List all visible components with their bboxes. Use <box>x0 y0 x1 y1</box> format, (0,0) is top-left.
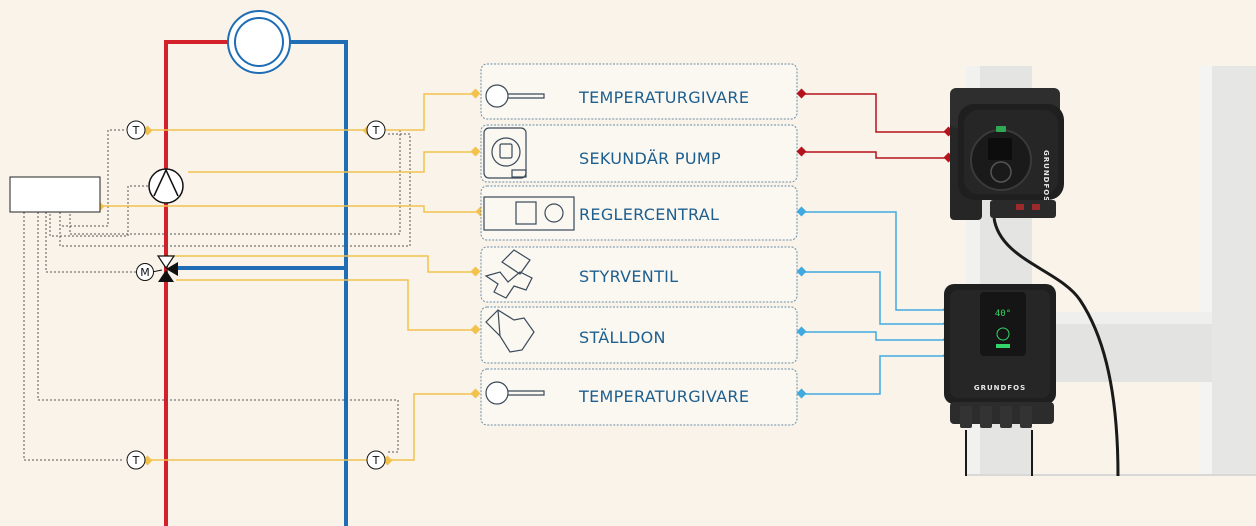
pump-brand-label: GRUNDFOS <box>1042 150 1050 202</box>
return-pipe <box>172 40 348 526</box>
svg-text:T: T <box>372 124 380 137</box>
grundfos-controller-product: 40° GRUNDFOS <box>944 284 1056 476</box>
motor-letter: M <box>140 266 150 279</box>
component-label-2: SEKUNDÄR PUMP <box>579 149 721 168</box>
pump-unit-icon <box>483 127 527 179</box>
temp-sensor-return-bottom: T <box>366 450 386 470</box>
controller-icon <box>483 196 575 231</box>
component-box-5: STÄLLDON <box>480 306 798 364</box>
motor-symbol: M <box>136 263 154 281</box>
red-connector-dot-2 <box>796 146 807 157</box>
component-label-4: STYRVENTIL <box>579 267 678 286</box>
component-label-3: REGLERCENTRAL <box>579 205 719 224</box>
heat-emitter <box>227 10 291 74</box>
component-box-2: SEKUNDÄR PUMP <box>480 124 798 183</box>
blue-connector-dot-4 <box>796 388 807 399</box>
component-box-4: STYRVENTIL <box>480 246 798 303</box>
red-connectors <box>802 93 950 159</box>
svg-text:T: T <box>132 124 140 137</box>
blue-connector-dot-2 <box>796 266 807 277</box>
circulation-pump-symbol <box>148 168 184 204</box>
component-box-1: TEMPERATURGIVARE <box>480 63 798 120</box>
three-way-valve-symbol <box>151 255 178 282</box>
controller-display-value: 40° <box>995 309 1011 319</box>
controller-brand-label: GRUNDFOS <box>974 384 1026 392</box>
control-valve-icon <box>484 249 533 299</box>
component-label-6: TEMPERATURGIVARE <box>578 387 749 406</box>
temperature-sensor-icon <box>485 84 545 108</box>
component-box-3: REGLERCENTRAL <box>480 185 798 241</box>
component-label-1: TEMPERATURGIVARE <box>578 88 749 107</box>
temp-sensor-supply-bottom: T <box>126 450 146 470</box>
component-label-5: STÄLLDON <box>579 328 666 347</box>
controller-box <box>9 176 101 213</box>
svg-text:T: T <box>372 454 380 467</box>
temp-sensor-supply-top: T <box>126 120 146 140</box>
svg-text:T: T <box>132 454 140 467</box>
temp-sensor-return-top: T <box>366 120 386 140</box>
red-connector-dot-1 <box>796 88 807 99</box>
signal-lines <box>100 93 482 461</box>
actuator-icon <box>485 309 535 353</box>
blue-connectors <box>802 211 948 395</box>
temperature-sensor-icon <box>485 381 545 405</box>
blue-connector-dot-3 <box>796 326 807 337</box>
grundfos-pump-product: GRUNDFOS <box>950 88 1120 477</box>
signal-endpoints <box>94 88 486 466</box>
component-box-6: TEMPERATURGIVARE <box>480 368 798 426</box>
blue-connector-dot-1 <box>796 206 807 217</box>
supply-pipe <box>164 40 232 526</box>
